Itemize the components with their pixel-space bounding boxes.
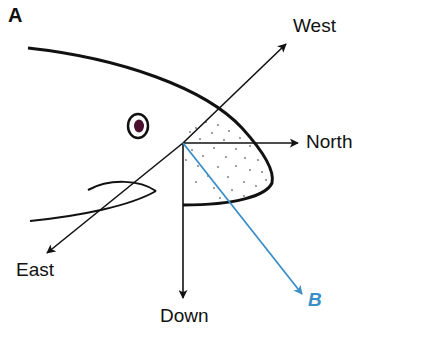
down-axis <box>182 143 184 298</box>
axis-label: North <box>306 132 352 153</box>
vector-label: B <box>308 290 322 311</box>
west-axis <box>183 44 286 143</box>
panel-letter: A <box>8 4 22 26</box>
axis-label: West <box>293 16 336 37</box>
eye-pupil <box>134 120 144 133</box>
eye-ring <box>128 114 148 138</box>
axis-label: East <box>16 260 54 281</box>
head-outline <box>28 48 272 205</box>
north-axis <box>183 142 298 144</box>
upper-lip <box>88 182 156 191</box>
axis-label: Down <box>160 306 209 327</box>
field-vector <box>183 143 302 294</box>
east-axis <box>47 143 183 253</box>
